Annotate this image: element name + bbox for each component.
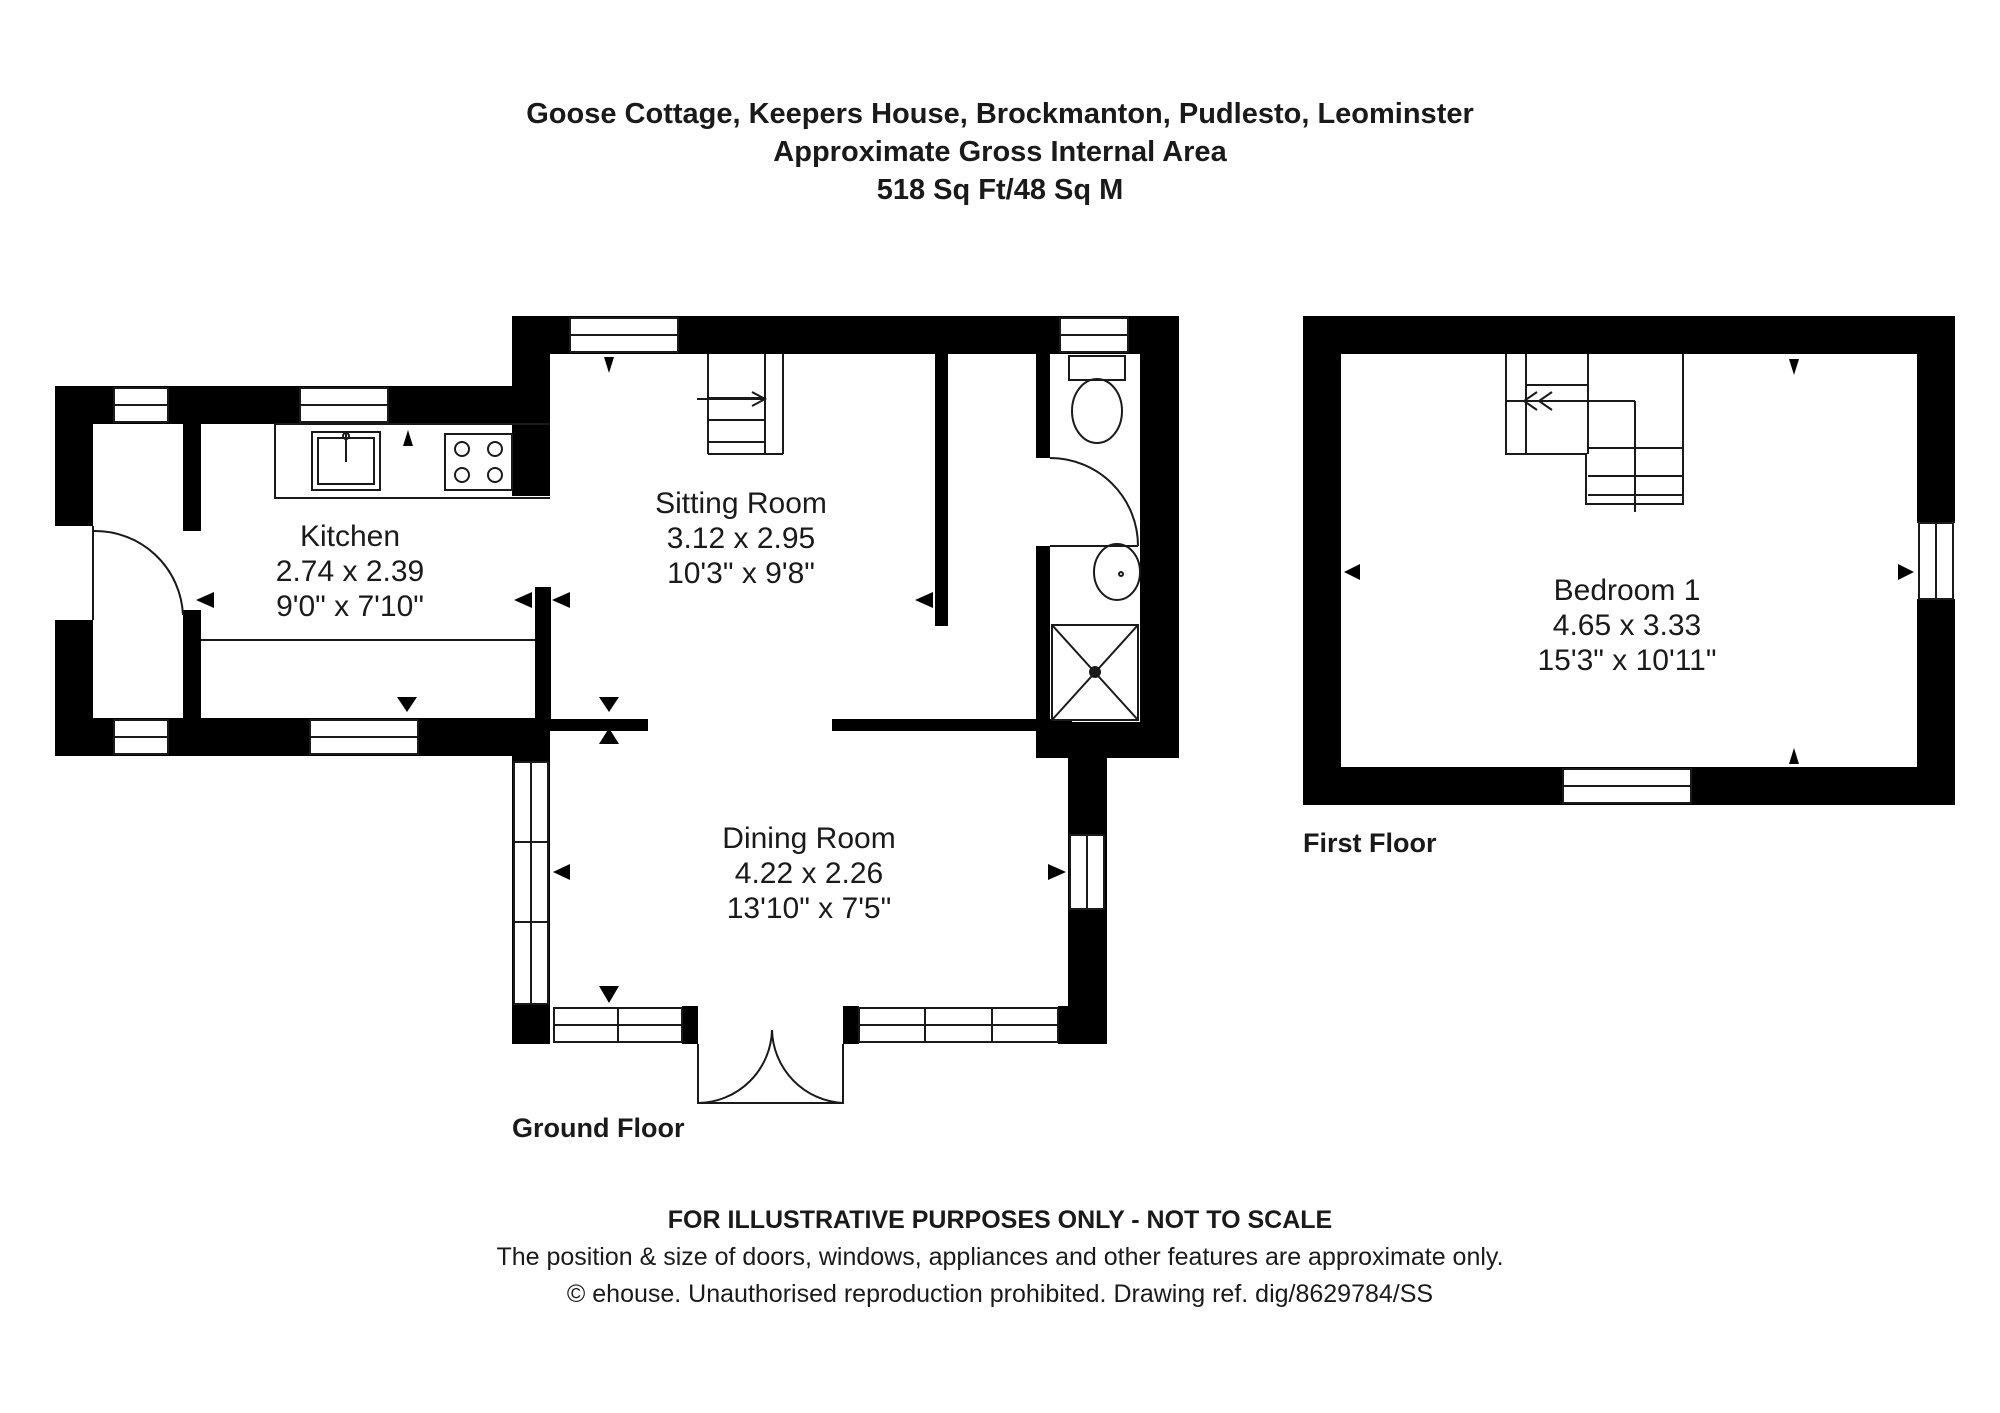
kitchen-label: Kitchen 2.74 x 2.39 9'0" x 7'10": [276, 520, 424, 623]
dining-room-imperial: 13'10" x 7'5": [727, 892, 892, 925]
plan-area: 518 Sq Ft/48 Sq M: [876, 174, 1124, 206]
first-floor-windows: [1562, 522, 1954, 804]
bedroom-metric: 4.65 x 3.33: [1553, 609, 1701, 642]
bedroom-label: Bedroom 1 4.65 x 3.33 15'3" x 10'11": [1538, 574, 1717, 677]
sitting-room-imperial: 10'3" x 9'8": [667, 557, 815, 590]
dining-room-name: Dining Room: [722, 822, 895, 855]
ground-floor-windows: [113, 317, 1129, 1043]
approximation-note: The position & size of doors, windows, a…: [496, 1243, 1504, 1271]
plan-title: Goose Cottage, Keepers House, Brockmanto…: [526, 98, 1474, 130]
sitting-room-label: Sitting Room 3.12 x 2.95 10'3" x 9'8": [655, 487, 827, 590]
kitchen-metric: 2.74 x 2.39: [276, 555, 424, 588]
sitting-room-name: Sitting Room: [655, 487, 827, 520]
kitchen-imperial: 9'0" x 7'10": [276, 590, 424, 623]
first-floor-measure-arrows: [1344, 359, 1914, 764]
sitting-room-metric: 3.12 x 2.95: [667, 522, 815, 555]
copyright-text: © ehouse. Unauthorised reproduction proh…: [566, 1280, 1434, 1308]
ground-floor-walls: [55, 316, 1179, 1044]
kitchen-name: Kitchen: [300, 520, 400, 553]
dining-room-metric: 4.22 x 2.26: [735, 857, 883, 890]
plan-subtitle: Approximate Gross Internal Area: [773, 136, 1227, 168]
bedroom-name: Bedroom 1: [1554, 574, 1701, 607]
first-floor-label: First Floor: [1303, 828, 1437, 858]
ground-floor-label: Ground Floor: [512, 1113, 685, 1143]
dining-room-label: Dining Room 4.22 x 2.26 13'10" x 7'5": [722, 822, 895, 925]
disclaimer-text: FOR ILLUSTRATIVE PURPOSES ONLY - NOT TO …: [667, 1206, 1333, 1234]
first-floor-walls: [1303, 316, 1955, 805]
ground-floor-fixtures: [92, 354, 1141, 1104]
first-floor-stairs: [1505, 354, 1684, 512]
bedroom-imperial: 15'3" x 10'11": [1538, 644, 1717, 677]
ground-floor-measure-arrows: [196, 357, 1066, 1003]
